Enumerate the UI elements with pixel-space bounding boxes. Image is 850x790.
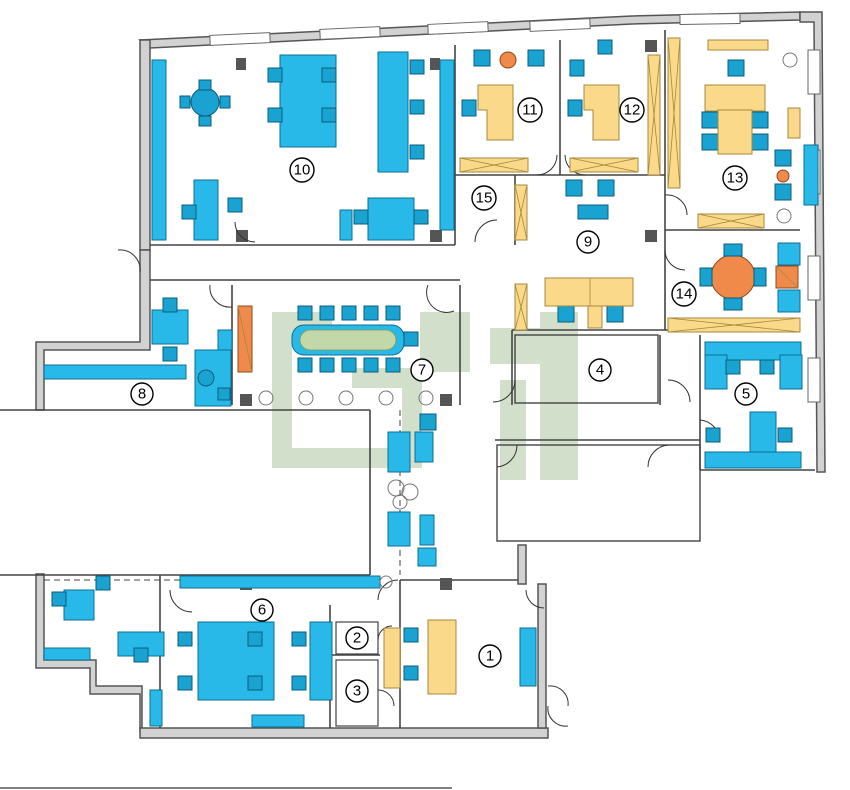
room-label-13: 13 [722,165,748,191]
room-label-5: 5 [734,382,758,406]
room-label-11: 11 [517,97,543,123]
svg-text:15: 15 [476,190,493,207]
svg-text:12: 12 [624,102,641,119]
svg-text:10: 10 [294,162,311,179]
svg-text:1: 1 [486,648,494,665]
svg-text:8: 8 [138,386,146,403]
outer-walls [35,11,826,739]
room-label-12: 12 [619,97,645,123]
svg-text:14: 14 [676,286,693,303]
svg-text:5: 5 [742,386,750,403]
room-label-10: 10 [289,157,315,183]
doors [117,154,721,727]
svg-text:6: 6 [258,602,266,619]
room-label-6: 6 [250,598,274,622]
svg-text:3: 3 [353,683,361,700]
svg-text:2: 2 [353,630,361,647]
interior-walls [0,30,815,728]
furniture-blue [43,51,819,728]
room-label-3: 3 [345,679,369,703]
room-label-1: 1 [478,644,502,668]
svg-text:11: 11 [522,102,538,119]
svg-text:4: 4 [596,362,604,379]
room-label-15: 15 [471,185,497,211]
svg-text:9: 9 [584,234,592,251]
room-label-4: 4 [588,358,612,382]
room-label-7: 7 [410,358,434,382]
furniture-wood [237,37,801,695]
room-label-2: 2 [345,626,369,650]
room-label-8: 8 [130,382,154,406]
round-tables [499,51,790,311]
chairs [51,39,793,691]
room-label-9: 9 [576,230,600,254]
svg-text:13: 13 [727,170,744,187]
room-label-14: 14 [671,281,697,307]
svg-text:7: 7 [418,362,426,379]
plants [258,52,798,589]
